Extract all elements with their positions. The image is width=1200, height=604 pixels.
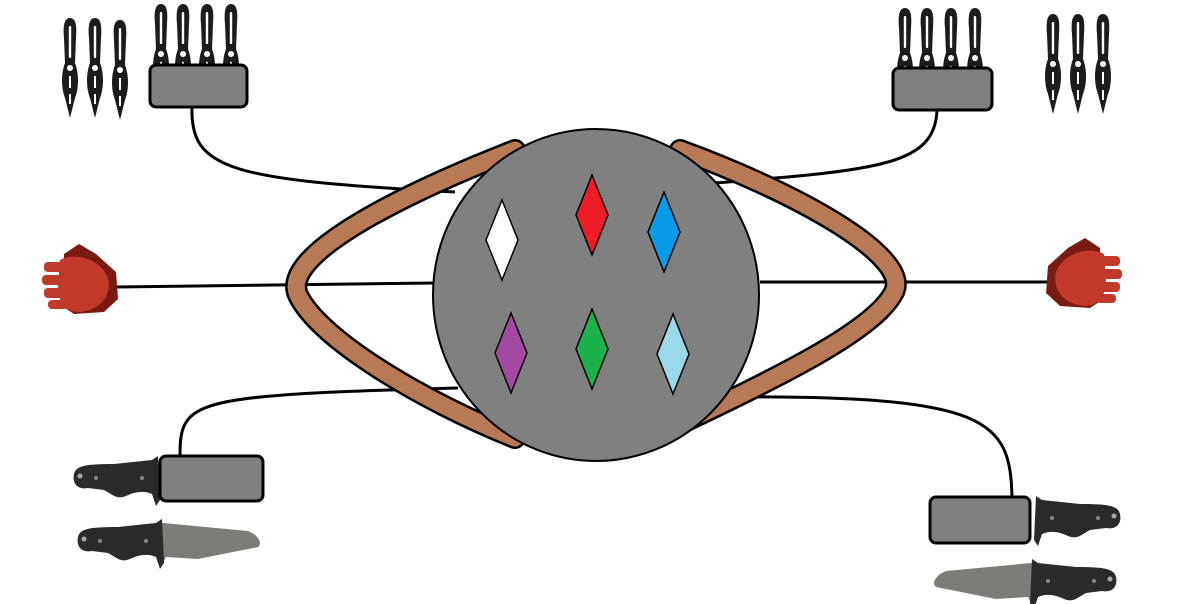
holster-bottom-right [928, 495, 1032, 545]
cord-bottom-left [178, 386, 459, 457]
holster-top-left [148, 63, 249, 109]
fingerless-glove-icon [42, 244, 118, 314]
gem-blue [647, 189, 681, 275]
band-right [671, 141, 905, 433]
gem-purple [494, 310, 528, 396]
holster-bottom-left [158, 454, 265, 503]
throwing-knife-icon [1045, 14, 1111, 114]
combat-knife-icon [73, 456, 160, 506]
cord-top-left [190, 106, 456, 194]
fingerless-glove-icon [1046, 238, 1122, 308]
combat-knife-icon [77, 519, 260, 569]
cord-left-glove [114, 281, 436, 289]
combat-knife-icon [934, 559, 1117, 604]
combat-knife-icon [1034, 496, 1121, 546]
band-left [287, 141, 524, 447]
holster-top-right [891, 66, 994, 112]
gem-white [485, 197, 519, 283]
throwing-knife-icon [62, 18, 128, 120]
core-sphere [432, 128, 760, 462]
cord-bottom-right [724, 395, 1014, 498]
gem-light-blue [656, 311, 690, 397]
gem-red [575, 172, 609, 258]
gem-green [575, 306, 609, 392]
